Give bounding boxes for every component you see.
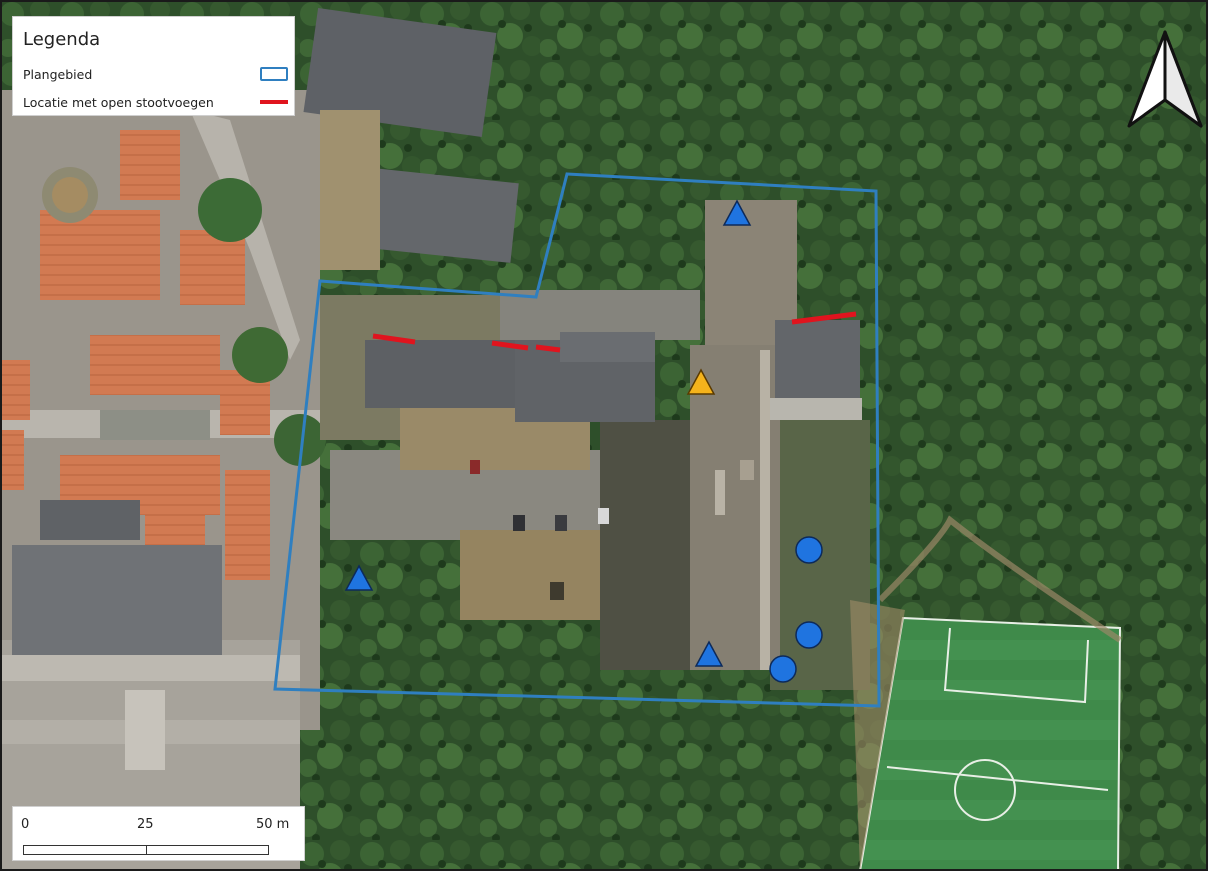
blue-triangle-marker[interactable] (344, 564, 374, 591)
buildings-north (303, 7, 519, 270)
open-stootvoegen-line[interactable] (535, 344, 561, 353)
north-arrow-icon (1125, 28, 1205, 130)
forest-path (877, 515, 1122, 643)
scale-label-25: 25 (137, 817, 154, 832)
open-stootvoegen-swatch-icon (260, 100, 288, 104)
open-stootvoegen-line[interactable] (372, 333, 416, 345)
plangebied-boundary[interactable] (273, 172, 881, 708)
blue-circle-marker[interactable] (769, 655, 797, 683)
blue-triangle-marker[interactable] (722, 199, 752, 226)
blue-triangle-marker[interactable] (694, 640, 724, 667)
scale-bar: 0 25 50 m (12, 806, 305, 861)
parked-cars (470, 460, 609, 600)
open-stootvoegen-lines[interactable] (372, 311, 857, 353)
low-building (365, 332, 655, 422)
scale-label-50: 50 m (256, 817, 290, 832)
orange-triangle-marker[interactable] (686, 368, 716, 395)
markers[interactable] (344, 199, 823, 683)
scale-label-0: 0 (21, 817, 30, 832)
legend-title: Legenda (23, 29, 101, 50)
plangebied-swatch-icon (260, 67, 288, 81)
urban-area (0, 90, 326, 871)
scale-bar-divider (146, 845, 147, 855)
open-stootvoegen-line[interactable] (791, 311, 857, 325)
open-stootvoegen-line[interactable] (491, 340, 529, 351)
blue-circle-marker[interactable] (795, 621, 823, 649)
main-building (690, 200, 862, 670)
football-pitch (850, 600, 1122, 871)
legend-item-plangebied: Plangebied (23, 67, 93, 82)
legend-item-open-stootvoegen: Locatie met open stootvoegen (23, 95, 214, 110)
map-legend: Legenda Plangebied Locatie met open stoo… (12, 16, 295, 116)
blue-circle-marker[interactable] (795, 536, 823, 564)
